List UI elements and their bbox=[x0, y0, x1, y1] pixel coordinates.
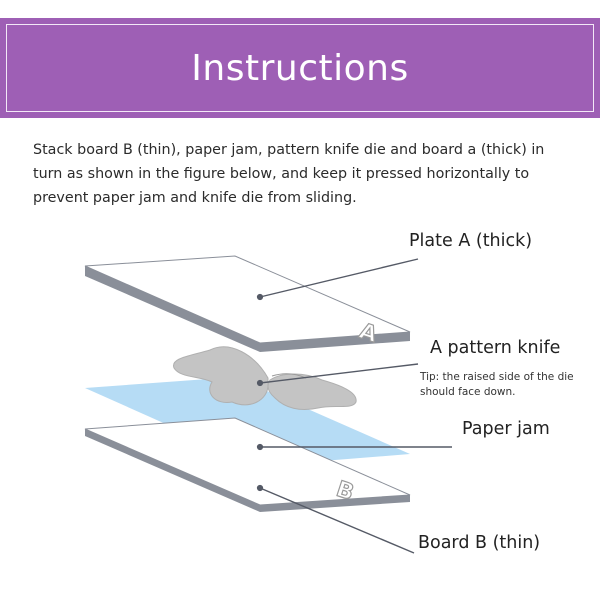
plate-a-label: Plate A (thick) bbox=[409, 231, 533, 251]
die-tip-note: Tip: the raised side of the die should f… bbox=[420, 371, 574, 398]
leader-dot-paper bbox=[256, 443, 264, 451]
leader-line-plate-a bbox=[259, 258, 419, 298]
title-banner: Instructions bbox=[0, 18, 600, 118]
paper-jam-label: Paper jam bbox=[462, 419, 550, 439]
leader-dot-plate-a bbox=[256, 293, 264, 301]
page-title: Instructions bbox=[191, 47, 409, 89]
butterfly-die bbox=[173, 346, 357, 411]
title-banner-frame: Instructions bbox=[6, 24, 594, 112]
instruction-text: Stack board B (thin), paper jam, pattern… bbox=[33, 142, 545, 206]
paper-sheet bbox=[85, 377, 410, 466]
leader-dot-board-b bbox=[256, 484, 264, 492]
pattern-knife-label: A pattern knife bbox=[430, 338, 561, 358]
board-b: B bbox=[84, 417, 411, 512]
plate-a: A bbox=[84, 255, 411, 352]
board-b-label: Board B (thin) bbox=[418, 533, 541, 553]
leader-dot-knife bbox=[256, 379, 264, 387]
leader-line-knife bbox=[259, 363, 419, 384]
leader-line-board-b bbox=[259, 487, 415, 554]
